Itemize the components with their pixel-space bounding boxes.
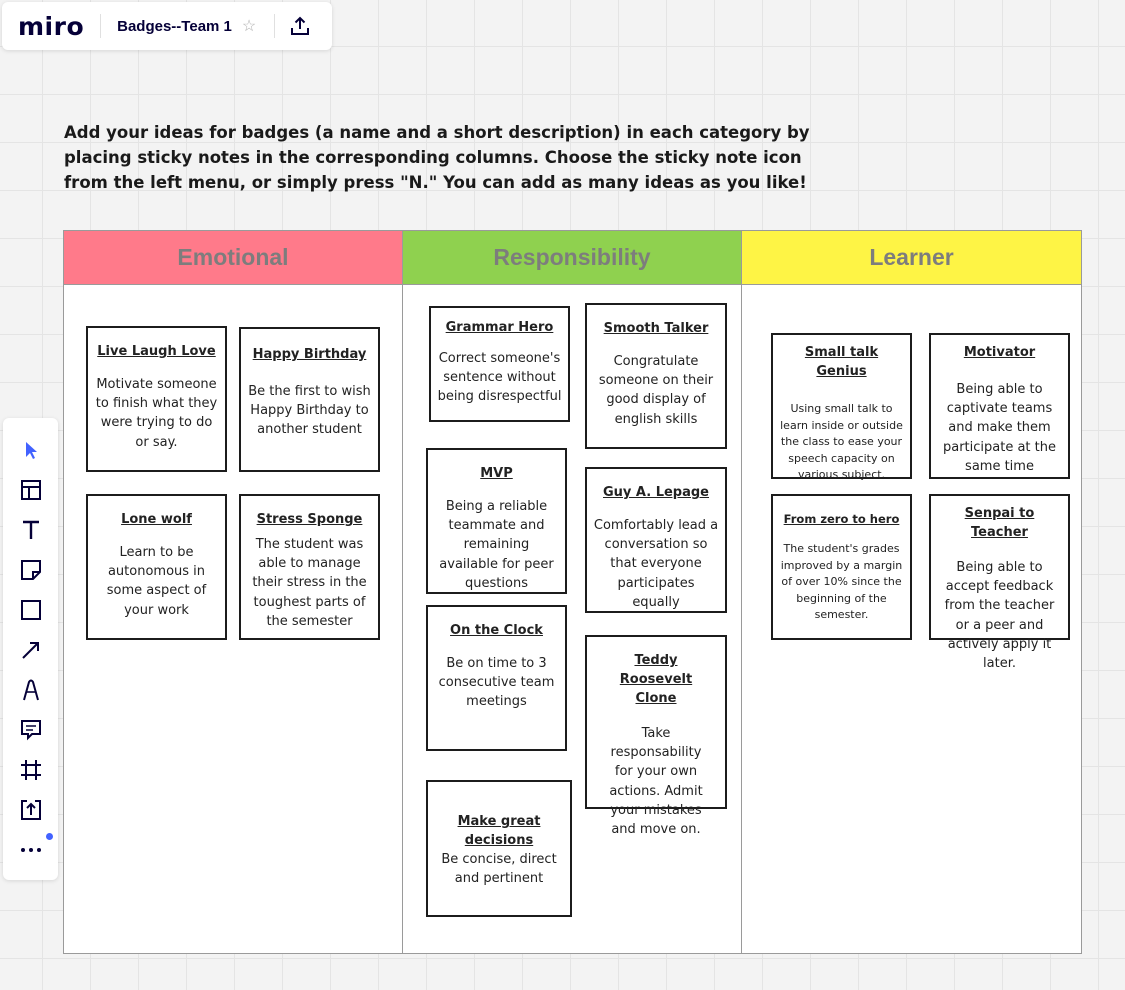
- sticky-description: Being able to captivate teams and make t…: [942, 382, 1056, 474]
- sticky-note[interactable]: Live Laugh Love Motivate someone to fini…: [86, 326, 227, 472]
- sticky-note[interactable]: MVP Being a reliable teammate and remain…: [426, 448, 567, 594]
- sticky-title: Grammar Hero: [445, 320, 554, 335]
- sticky-title: On the Clock: [450, 623, 543, 638]
- sticky-note[interactable]: From zero to hero The student's grades i…: [771, 494, 912, 640]
- sticky-note[interactable]: Smooth Talker Congratulate someone on th…: [585, 303, 727, 449]
- sticky-note[interactable]: Teddy Roosevelt Clone Take responsabilit…: [585, 635, 727, 837]
- sticky-note[interactable]: Motivator Being able to captivate teams …: [929, 333, 1070, 479]
- sticky-title: MVP: [480, 466, 513, 481]
- sticky-description: Learn to be autonomous in some aspect of…: [106, 545, 207, 618]
- sticky-note[interactable]: Senpai to Teacher Being able to accept f…: [929, 494, 1070, 671]
- arrow-line-icon[interactable]: [19, 638, 43, 662]
- sticky-title: Stress Sponge: [256, 512, 363, 527]
- comment-icon[interactable]: [19, 718, 43, 742]
- sticky-description: Be concise, direct and pertinent: [441, 852, 557, 887]
- sticky-description: Comfortably lead a conversation so that …: [593, 518, 719, 610]
- left-toolbar: [3, 418, 58, 880]
- sticky-title: Senpai to Teacher: [964, 506, 1035, 540]
- column-header-learner[interactable]: Learner: [742, 231, 1081, 285]
- text-icon[interactable]: [19, 518, 43, 542]
- instructions-text: Add your ideas for badges (a name and a …: [64, 123, 810, 192]
- more-icon[interactable]: [19, 838, 43, 862]
- sticky-note-icon[interactable]: [19, 558, 43, 582]
- sticky-description: Take responsability for your own actions…: [609, 726, 703, 838]
- select-cursor-icon[interactable]: [19, 438, 43, 462]
- top-bar: miro Badges--Team 1 ☆: [2, 2, 332, 50]
- sticky-note[interactable]: On the Clock Be on time to 3 consecutive…: [426, 605, 567, 751]
- sticky-description: Be on time to 3 consecutive team meeting…: [438, 656, 555, 710]
- notification-dot: [46, 833, 53, 840]
- column-header-responsibility[interactable]: Responsibility: [403, 231, 741, 285]
- sticky-description: Being able to accept feedback from the t…: [944, 560, 1055, 672]
- sticky-title: Guy A. Lepage: [603, 485, 709, 500]
- column-header-emotional[interactable]: Emotional: [64, 231, 402, 285]
- board-title[interactable]: Badges--Team 1: [117, 17, 232, 35]
- sticky-description: Be the first to wish Happy Birthday to a…: [248, 384, 371, 438]
- sticky-note[interactable]: Stress Sponge The student was able to ma…: [239, 494, 380, 640]
- pen-icon[interactable]: [19, 678, 43, 702]
- upload-icon[interactable]: [19, 798, 43, 822]
- divider: [274, 14, 276, 38]
- sticky-description: Correct someone's sentence without being…: [437, 351, 562, 405]
- sticky-title: Happy Birthday: [252, 347, 367, 362]
- miro-logo[interactable]: miro: [18, 11, 85, 41]
- sticky-description: Motivate someone to finish what they wer…: [95, 377, 218, 450]
- sticky-title: Motivator: [963, 345, 1036, 360]
- sticky-title: Lone wolf: [121, 512, 192, 527]
- sticky-description: Congratulate someone on their good displ…: [598, 354, 714, 427]
- sticky-description: The student was able to manage their str…: [252, 537, 367, 629]
- sticky-title: From zero to hero: [783, 512, 900, 526]
- sticky-note[interactable]: Guy A. Lepage Comfortably lead a convers…: [585, 467, 727, 613]
- sticky-note[interactable]: Lone wolf Learn to be autonomous in some…: [86, 494, 227, 640]
- sticky-note[interactable]: Grammar Hero Correct someone's sentence …: [429, 306, 570, 422]
- sticky-description: The student's grades improved by a margi…: [780, 542, 903, 621]
- sticky-description: Being a reliable teammate and remaining …: [439, 499, 554, 591]
- sticky-title: Live Laugh Love: [97, 344, 216, 359]
- sticky-note[interactable]: Make great decisions Be concise, direct …: [426, 780, 572, 917]
- sticky-title: Make great decisions: [457, 814, 541, 848]
- frame-icon[interactable]: [19, 758, 43, 782]
- sticky-title: Small talk Genius: [804, 345, 879, 379]
- sticky-title: Teddy Roosevelt Clone: [619, 653, 693, 706]
- shape-icon[interactable]: [19, 598, 43, 622]
- templates-icon[interactable]: [19, 478, 43, 502]
- sticky-note[interactable]: Small talk Genius Using small talk to le…: [771, 333, 912, 481]
- share-upload-icon[interactable]: [289, 15, 311, 37]
- sticky-description: Using small talk to learn inside or outs…: [780, 402, 903, 481]
- sticky-note[interactable]: Happy Birthday Be the first to wish Happ…: [239, 327, 380, 472]
- sticky-title: Smooth Talker: [603, 321, 709, 336]
- star-icon[interactable]: ☆: [241, 18, 257, 35]
- divider: [100, 14, 102, 38]
